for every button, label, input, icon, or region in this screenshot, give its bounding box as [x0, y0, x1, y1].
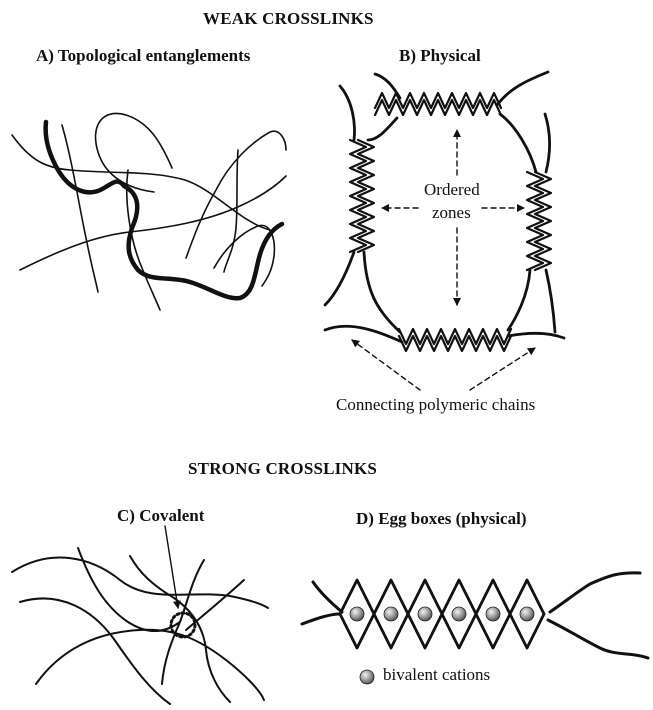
connecting-chain: [313, 582, 342, 612]
cation: [452, 607, 466, 621]
connecting-chain: [548, 620, 648, 658]
thin-chain: [20, 176, 286, 270]
cation: [486, 607, 500, 621]
ordered-zone-left: [358, 140, 374, 252]
connecting-chain-arrows: [352, 340, 535, 390]
cation: [384, 607, 398, 621]
connecting-chain: [325, 252, 354, 305]
egg-box-strand-lower: [340, 614, 544, 648]
cation: [520, 607, 534, 621]
ordered-zone-bottom: [399, 336, 511, 351]
polymer-chain: [36, 630, 264, 700]
connecting-chain: [500, 114, 536, 172]
connecting-chain: [364, 252, 400, 332]
connecting-chain: [508, 270, 530, 330]
cation-legend-symbol: [360, 670, 374, 684]
connecting-chain: [550, 573, 640, 612]
panel-c-covalent-network: [12, 526, 268, 704]
connecting-chain: [546, 270, 555, 332]
egg-box-strand-upper: [340, 580, 544, 614]
connecting-chain: [498, 72, 548, 104]
ordered-zone-arrows: [382, 130, 524, 305]
connecting-chain: [302, 614, 340, 624]
cation: [418, 607, 432, 621]
panel-a-entanglement-network: [12, 113, 286, 310]
cation: [350, 607, 364, 621]
connecting-chain: [325, 326, 402, 342]
polymer-chain: [12, 558, 268, 608]
connecting-chain: [375, 74, 400, 98]
connecting-chain: [545, 114, 550, 172]
connecting-chain: [508, 333, 564, 338]
ordered-zone-top: [375, 100, 501, 115]
thin-chain: [96, 113, 172, 192]
thin-chain: [62, 125, 98, 292]
thin-chain: [214, 225, 274, 286]
connecting-chain: [340, 86, 354, 140]
polymer-chain: [78, 548, 180, 631]
polymer-chain: [20, 598, 170, 704]
panel-b-physical-network: [325, 72, 564, 390]
connecting-chain: [368, 118, 397, 140]
